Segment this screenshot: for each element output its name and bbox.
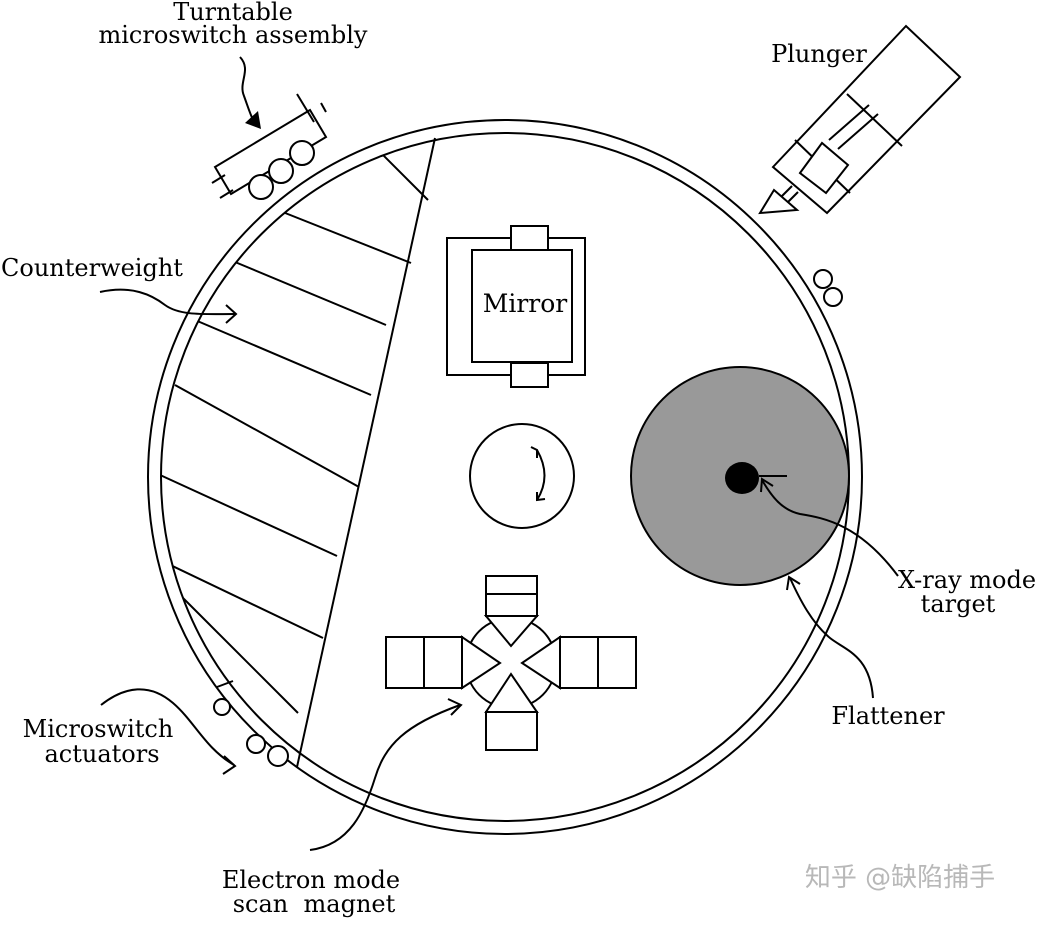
electron-leader [309,704,461,851]
scan-magnet [385,575,637,751]
counterweight-leader [99,288,236,316]
turntable-leader [239,56,255,123]
flattener-assembly [630,366,850,586]
plunger-tip [758,188,800,215]
xray-label-line2: target [921,590,996,618]
mirror-bottom-tab [510,362,549,388]
magnet-pole-top [485,575,538,617]
microswitch-roller-3 [289,140,315,166]
actuator-bump-1 [213,698,231,716]
microswitch-actuators [213,680,289,767]
leader-lines [99,56,899,851]
magnet-pole-bottom [485,711,538,751]
flattener-label: Flattener [831,702,945,730]
counterweight-label: Counterweight [1,254,183,282]
turntable-microswitch-assembly [211,93,328,200]
counterweight-edge [296,137,436,768]
right-actuator-bumps [813,269,843,307]
actuator-leader [100,688,235,766]
rotation-arrow-icon [530,446,546,502]
xray-label-line1: X-ray mode [898,566,1036,594]
xray-target-spot [725,462,759,494]
turntable-outer-rim [147,119,863,835]
turntable-arrowhead [245,111,261,129]
plunger-rod-block [798,141,850,195]
actuator-bump-2 [246,734,266,754]
turntable-label-line2: microswitch assembly [98,21,367,49]
center-hub [469,423,575,529]
flattener-leader [789,577,874,699]
microswitch-roller-1 [248,174,274,200]
mirror: Mirror [446,225,586,388]
microswitch-label-line1: Microswitch [23,715,174,743]
plunger-label: Plunger [771,40,867,68]
microswitch-roller-2 [268,158,294,184]
mirror-label: Mirror [483,289,568,318]
xray-leader [761,479,899,577]
microswitch-label-line2: actuators [44,740,159,768]
electron-label-line2: scan magnet [233,890,396,918]
microswitch-housing [213,108,328,196]
counterweight-hatching [161,146,429,714]
counterweight [161,137,436,768]
turntable-label-line1: Turntable [173,0,293,26]
hub-circle [469,423,575,529]
electron-label-line1: Electron mode [222,866,400,894]
plunger [758,24,962,215]
actuator-bump-3 [267,745,289,767]
watermark: 知乎 @缺陷捕手 [805,863,995,893]
mirror-top-tab [510,225,549,251]
